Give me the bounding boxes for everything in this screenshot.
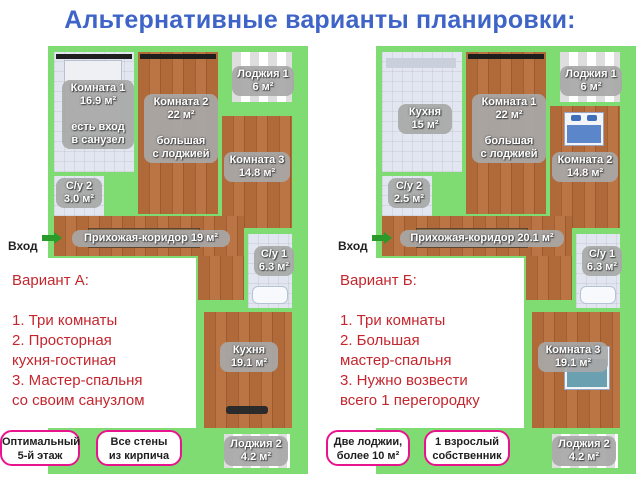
label-kitchen: Кухня 15 м² xyxy=(398,104,452,134)
label-room-3: Комната 3 14.8 м² xyxy=(224,152,290,182)
label-room-1: Комната 1 16.9 м² есть вход в санузел xyxy=(62,80,134,149)
corridor-extension-floor xyxy=(526,256,572,300)
label-room-3-text: Комната 3 19.1 м² xyxy=(545,344,601,369)
entrance-label-a: Вход xyxy=(8,239,38,253)
blanket xyxy=(567,125,601,143)
variant-a-text-panel xyxy=(6,258,196,428)
variant-b-line: 2. Большая xyxy=(340,332,420,349)
label-loggia-2-text: Лоджия 2 4.2 м² xyxy=(558,438,610,463)
label-room-3: Комната 3 19.1 м² xyxy=(538,342,608,372)
variant-b-line: всего 1 перегородку xyxy=(340,392,480,409)
label-loggia-1: Лоджия 1 6 м² xyxy=(560,66,622,96)
variant-b-line: 3. Нужно возвести xyxy=(340,372,468,389)
label-bathroom-1-text: С/у 1 6.3 м² xyxy=(586,248,618,273)
label-bathroom-2: С/у 2 3.0 м² xyxy=(56,178,102,208)
variant-a-line: 2. Просторная xyxy=(12,332,112,349)
label-loggia-1: Лоджия 1 6 м² xyxy=(232,66,294,96)
kitchen-counter xyxy=(386,58,456,68)
label-corridor: Прихожая-коридор 19 м² xyxy=(72,230,230,247)
room-2-cabinet xyxy=(140,54,216,59)
variant-a-line: 1. Три комнаты xyxy=(12,312,118,329)
variant-b-line: мастер-спальня xyxy=(340,352,452,369)
label-room-2-text: Комната 2 14.8 м² xyxy=(557,154,613,179)
variant-a-line: Вариант А: xyxy=(12,272,89,289)
corridor-extension-floor xyxy=(198,256,244,300)
pillow xyxy=(571,115,581,121)
label-room-1-text: Комната 1 16.9 м² есть вход в санузел xyxy=(70,82,126,146)
label-room-2: Комната 2 22 м² большая с лоджией xyxy=(144,94,218,163)
label-kitchen-text: Кухня 15 м² xyxy=(408,106,442,131)
label-loggia-1-text: Лоджия 1 6 м² xyxy=(565,68,617,93)
label-bathroom-1: С/у 1 6.3 м² xyxy=(254,246,294,276)
label-corridor: Прихожая-коридор 20.1 м² xyxy=(400,230,564,247)
variant-a-line: со своим санузлом xyxy=(12,392,145,409)
label-room-2-text: Комната 2 22 м² большая с лоджией xyxy=(152,96,210,160)
label-corridor-text: Прихожая-коридор 19 м² xyxy=(83,232,219,244)
badge-one-owner: 1 взрослый собственник xyxy=(424,430,510,466)
label-bathroom-2-text: С/у 2 3.0 м² xyxy=(63,180,95,205)
bathtub xyxy=(252,286,288,304)
bathtub xyxy=(580,286,616,304)
variant-a-description: Вариант А: 1. Три комнаты 2. Просторная … xyxy=(12,271,145,411)
label-room-2: Комната 2 14.8 м² xyxy=(552,152,618,182)
kitchen-sofa xyxy=(226,406,268,414)
label-bathroom-2-text: С/у 2 2.5 м² xyxy=(393,180,425,205)
label-bathroom-1-text: С/у 1 6.3 м² xyxy=(258,248,290,273)
variant-b-line: Вариант Б: xyxy=(340,272,417,289)
badge-one-owner-text: 1 взрослый собственник xyxy=(432,436,502,462)
pillow xyxy=(587,115,597,121)
variant-a-line xyxy=(12,291,145,311)
label-room-1-text: Комната 1 22 м² большая с лоджией xyxy=(480,96,538,160)
variant-b-line xyxy=(340,291,480,311)
variant-b-line: 1. Три комнаты xyxy=(340,312,446,329)
label-kitchen: Кухня 19.1 м² xyxy=(220,342,278,372)
label-loggia-2-text: Лоджия 2 4.2 м² xyxy=(230,438,282,463)
label-room-3-text: Комната 3 14.8 м² xyxy=(229,154,285,179)
label-loggia-2: Лоджия 2 4.2 м² xyxy=(552,436,616,466)
label-bathroom-1: С/у 1 6.3 м² xyxy=(582,246,622,276)
label-kitchen-text: Кухня 19.1 м² xyxy=(230,344,268,369)
label-room-1: Комната 1 22 м² большая с лоджией xyxy=(472,94,546,163)
entrance-arrow-b-icon xyxy=(372,232,392,244)
badge-brick-walls-text: Все стены из кирпича xyxy=(108,436,170,462)
room-1-cabinet xyxy=(468,54,544,59)
entrance-label-b: Вход xyxy=(338,239,368,253)
variant-b-text-panel xyxy=(334,258,524,428)
badge-optimal-floor: Оптимальный 5-й этаж xyxy=(0,430,80,466)
badge-optimal-floor-text: Оптимальный 5-й этаж xyxy=(2,436,81,462)
label-loggia-1-text: Лоджия 1 6 м² xyxy=(237,68,289,93)
label-loggia-2: Лоджия 2 4.2 м² xyxy=(224,436,288,466)
page-title: Альтернативные варианты планировки: xyxy=(64,6,576,34)
variant-a-line: кухня-гостиная xyxy=(12,352,117,369)
badge-two-loggias: Две лоджии, более 10 м² xyxy=(326,430,410,466)
variant-b-description: Вариант Б: 1. Три комнаты 2. Большая мас… xyxy=(340,271,480,411)
label-corridor-text: Прихожая-коридор 20.1 м² xyxy=(410,232,554,244)
variant-a-line: 3. Мастер-спальня xyxy=(12,372,143,389)
badge-brick-walls: Все стены из кирпича xyxy=(96,430,182,466)
entrance-arrow-a-icon xyxy=(42,232,62,244)
badge-two-loggias-text: Две лоджии, более 10 м² xyxy=(333,436,403,462)
label-bathroom-2: С/у 2 2.5 м² xyxy=(388,178,430,208)
room-2-bed xyxy=(564,112,604,146)
room-1-cabinet xyxy=(56,54,132,59)
